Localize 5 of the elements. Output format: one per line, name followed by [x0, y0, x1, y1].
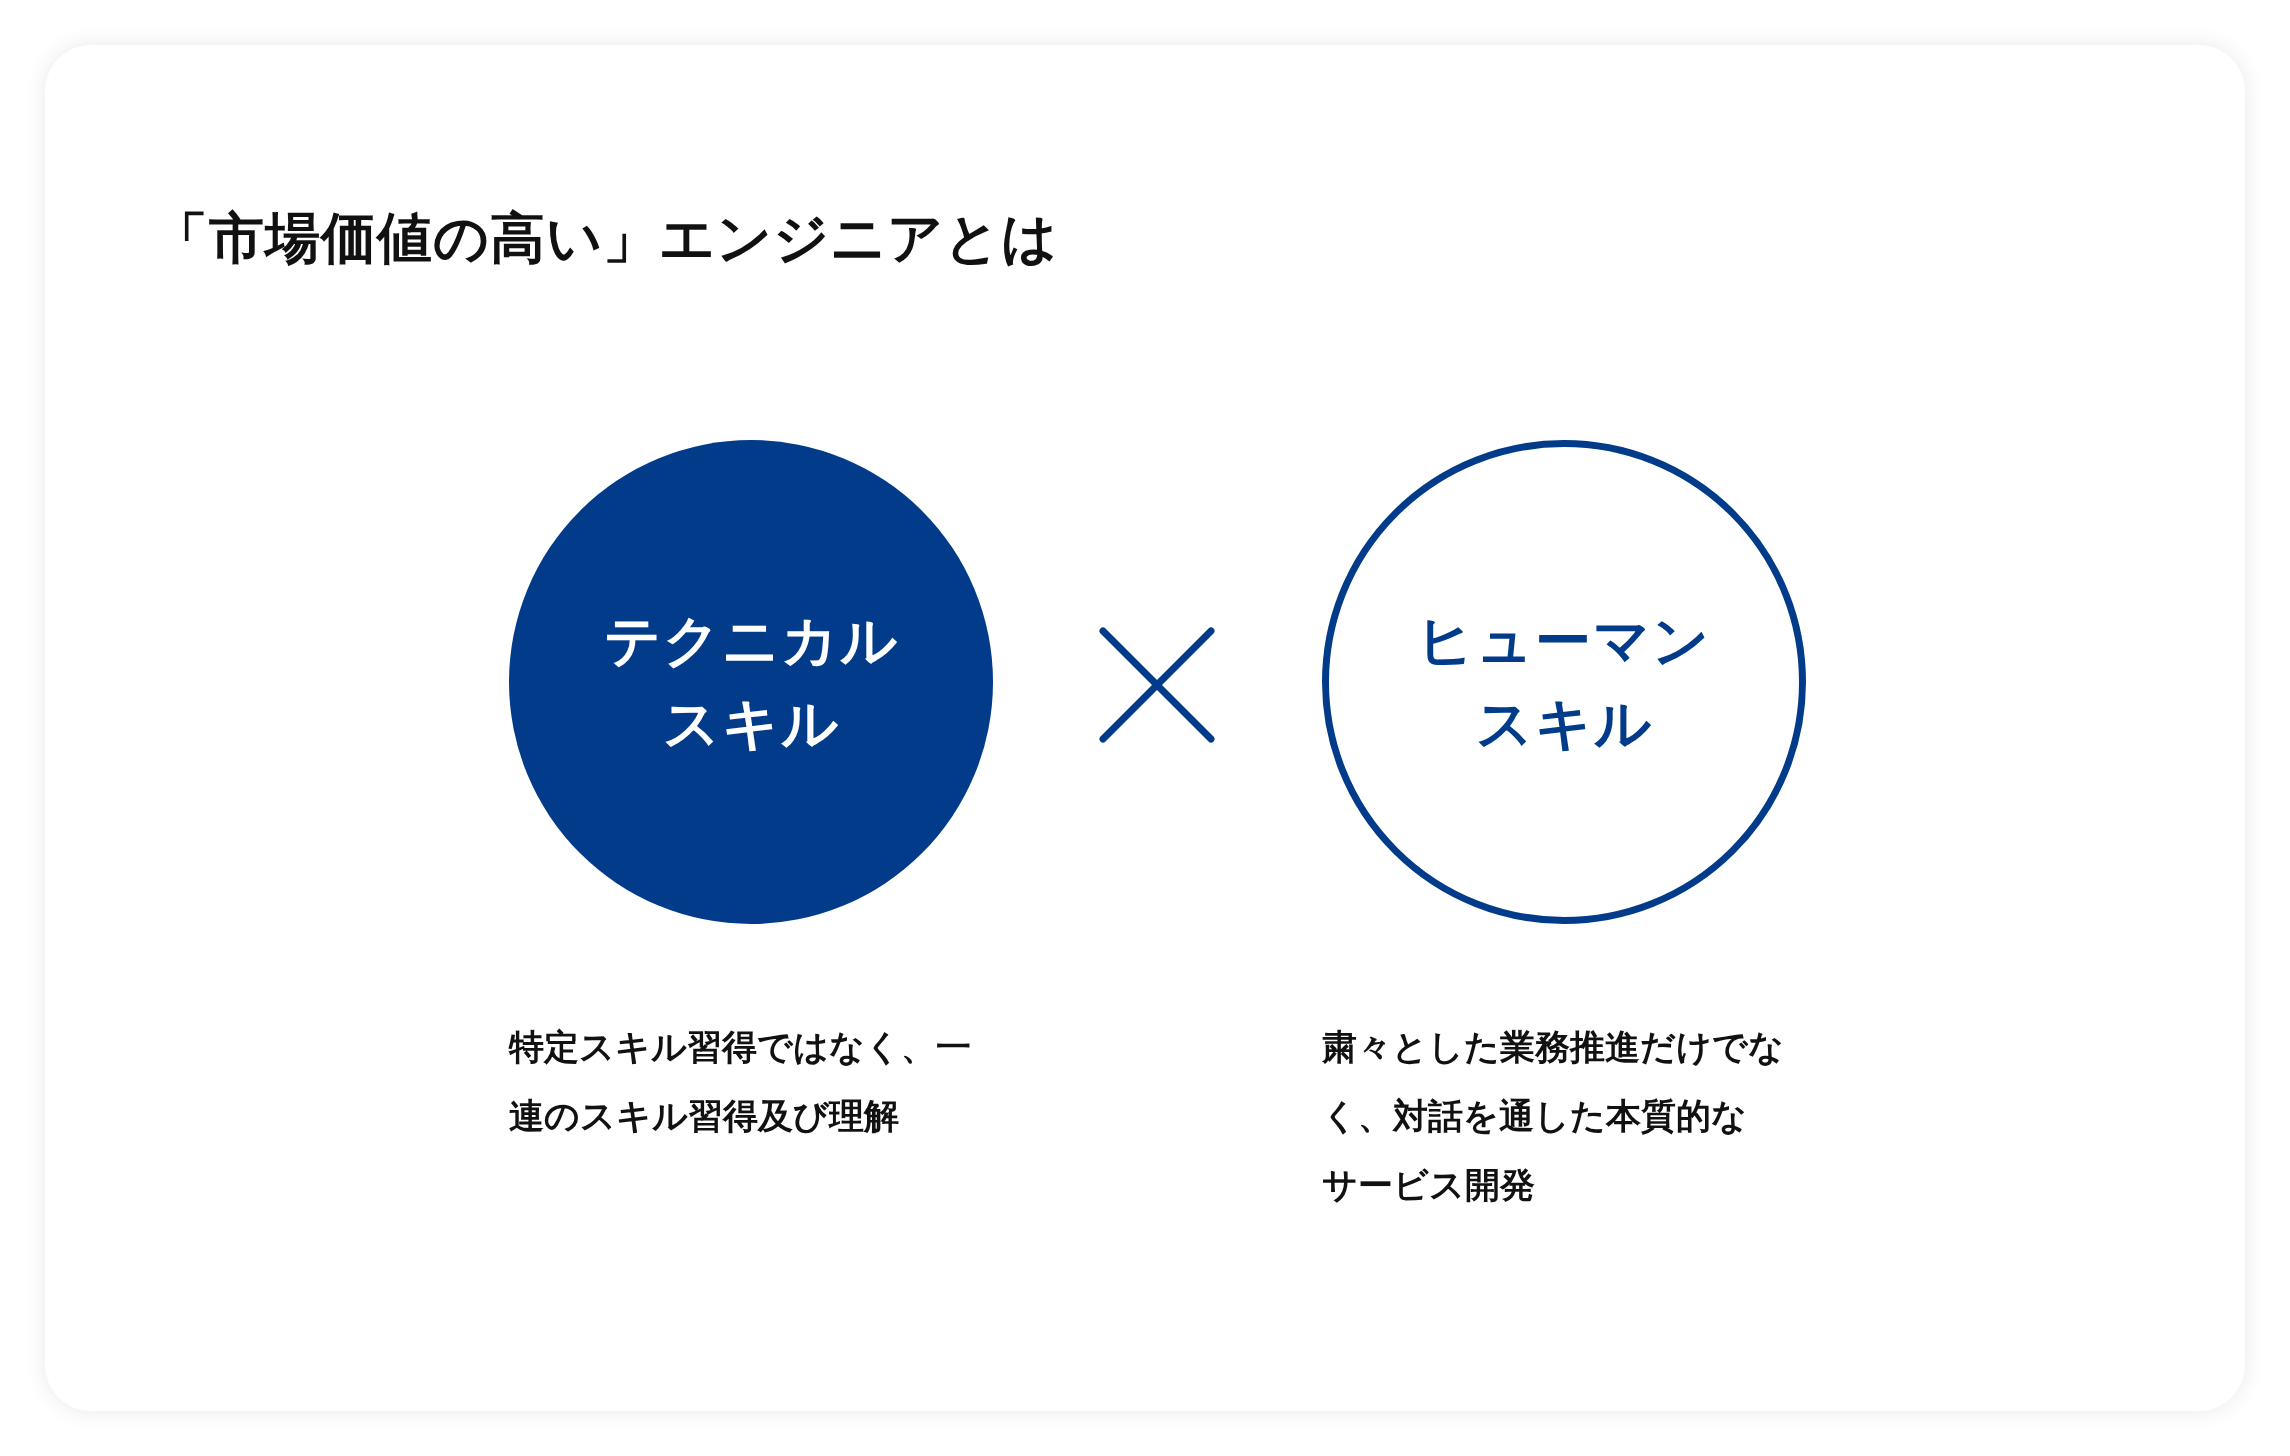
- diagram-title: 「市場価値の高い」エンジニアとは: [153, 205, 1058, 271]
- description-text: 特定スキル習得ではなく、一連のスキル習得及び理解: [509, 1026, 972, 1138]
- circle-label: ヒューマンスキル: [1416, 607, 1712, 758]
- circle-label: テクニカルスキル: [602, 607, 900, 758]
- description-text: 粛々とした業務推進だけでなく、対話を通した本質的なサービス開発: [1322, 1026, 1785, 1207]
